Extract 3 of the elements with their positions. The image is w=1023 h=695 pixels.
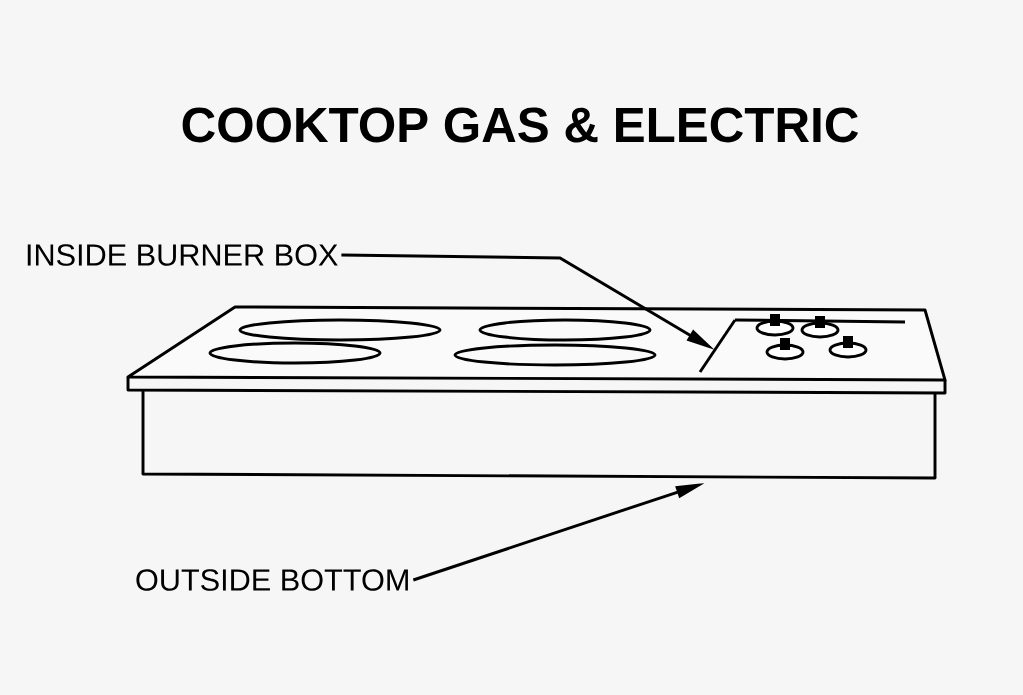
callout-label: INSIDE BURNER BOX <box>27 244 338 266</box>
title: COOKTOP GAS & ELECTRIC <box>182 107 859 143</box>
callout-label: OUTSIDE BOTTOM <box>136 569 408 591</box>
